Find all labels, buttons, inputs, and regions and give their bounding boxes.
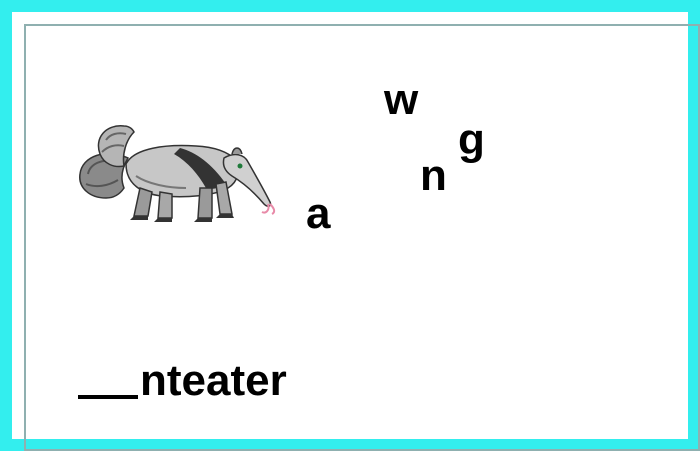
letter-tile-w[interactable]: w <box>384 75 419 124</box>
target-word: nteater <box>78 355 287 403</box>
letter-tile-a[interactable]: a <box>306 189 331 238</box>
letter-tile-g[interactable]: g <box>458 115 485 164</box>
anteater-icon <box>79 125 276 222</box>
word-suffix: nteater <box>140 356 287 405</box>
frame-inner-border <box>24 24 700 451</box>
letter-tile-n[interactable]: n <box>420 151 447 200</box>
answer-blank[interactable] <box>78 355 138 399</box>
